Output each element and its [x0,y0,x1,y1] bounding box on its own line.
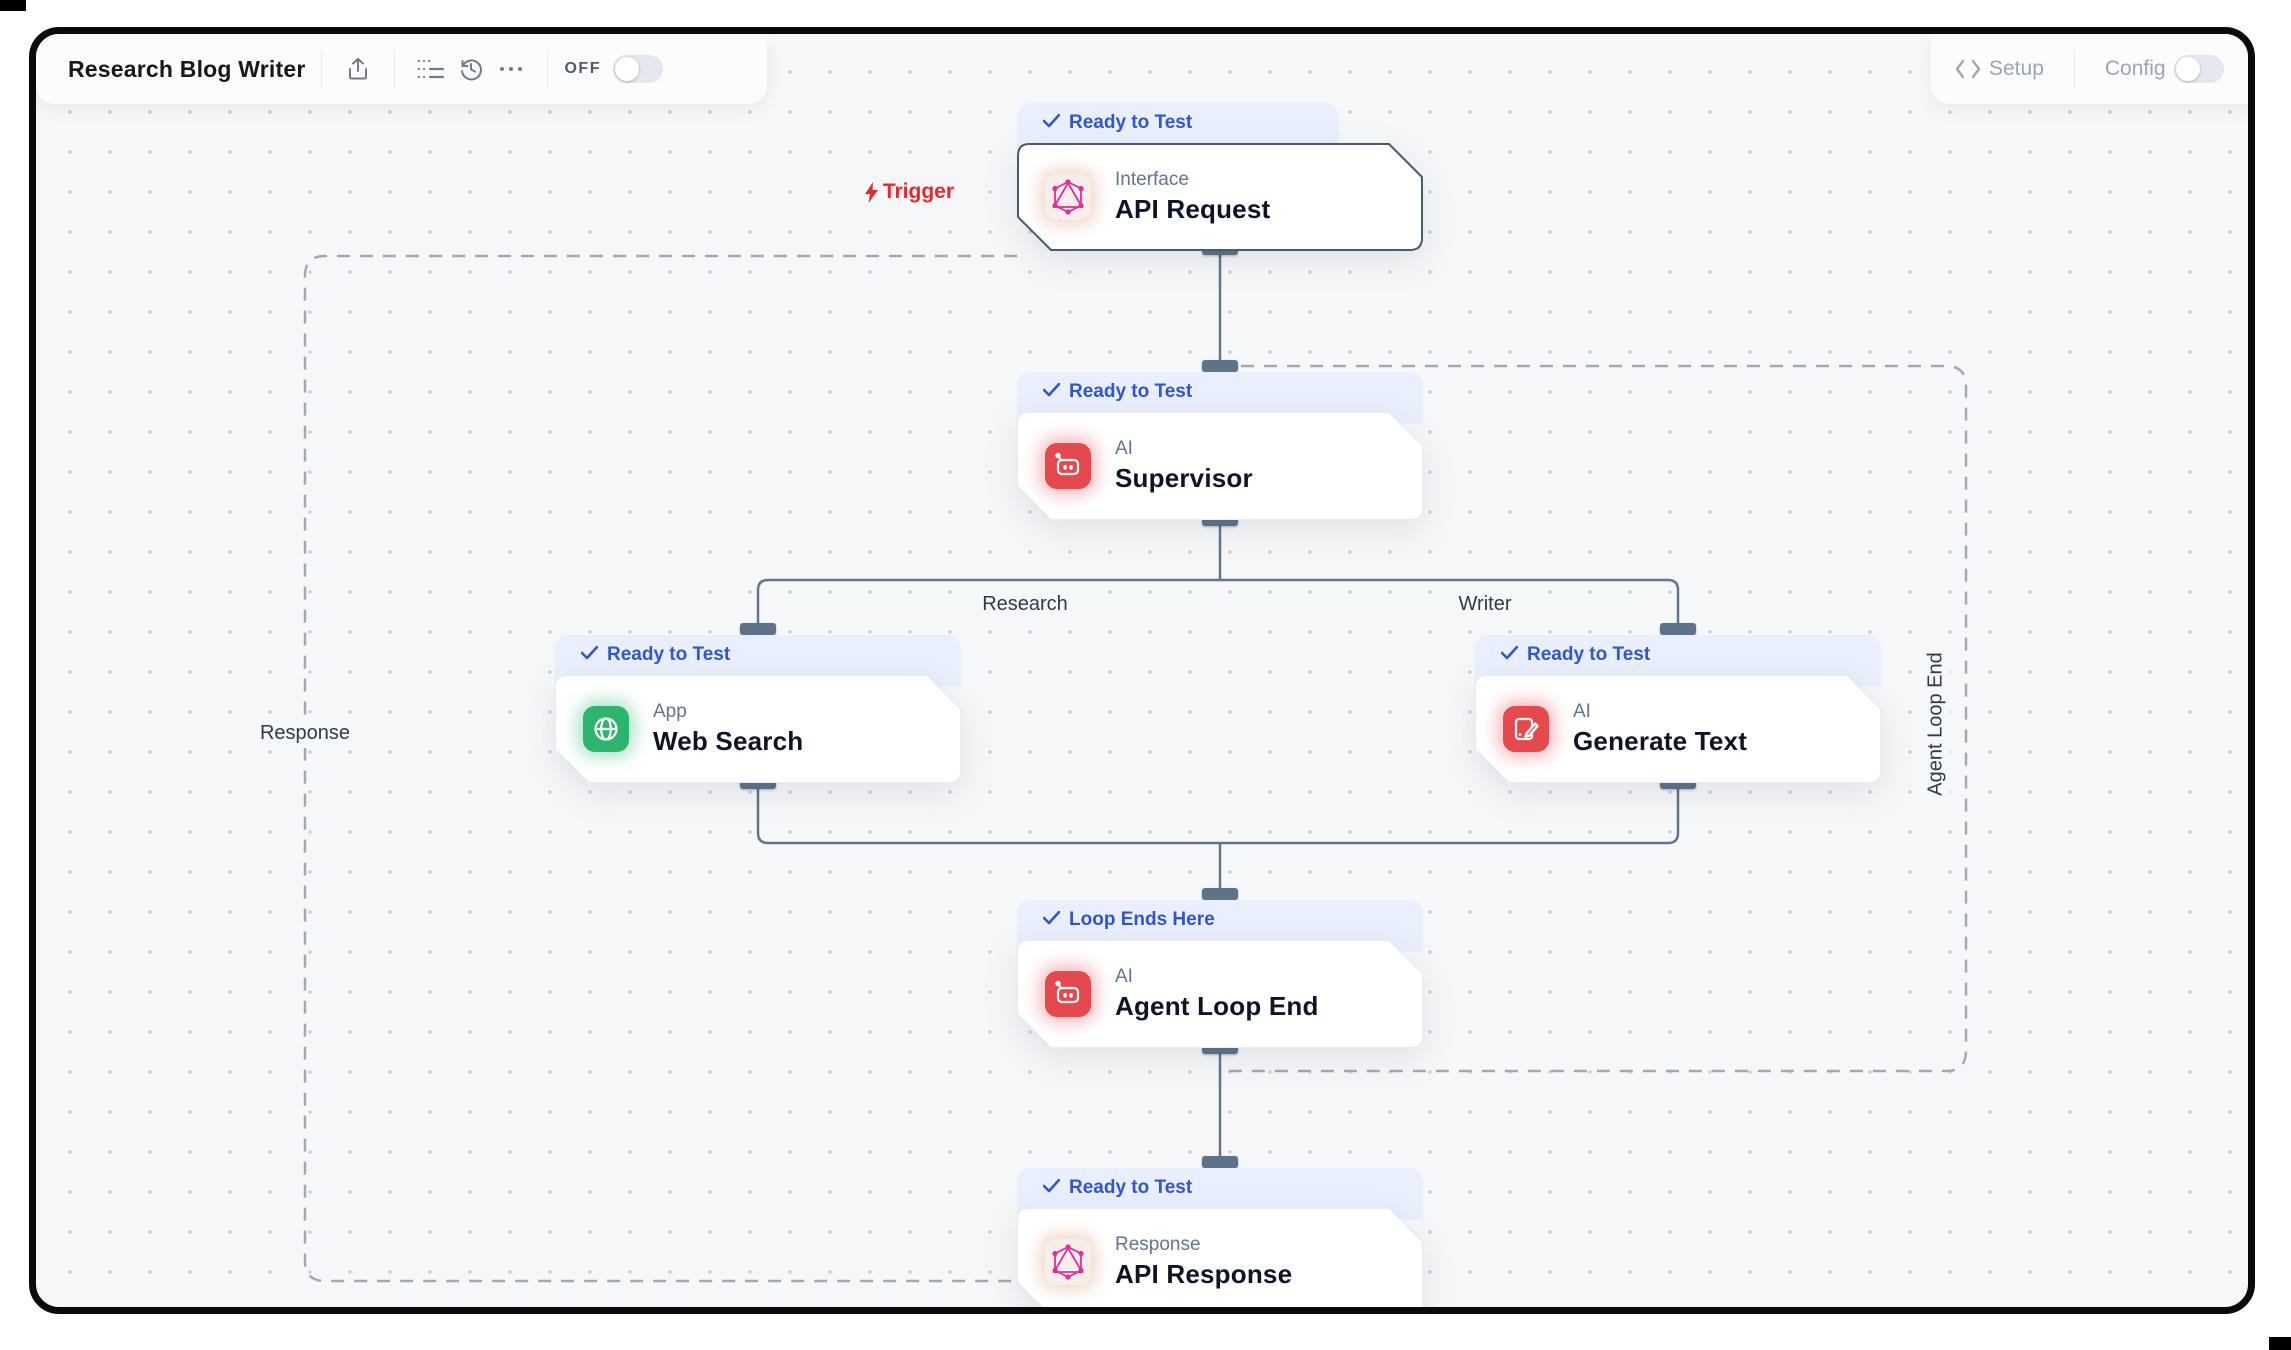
workflow-toolbar: Research Blog Writer [36,34,767,104]
check-icon [581,646,598,660]
node-type-label: Response [1115,1234,1201,1255]
port-supervisor-in[interactable] [1202,360,1238,372]
graphql-hexagram-icon [1045,174,1091,220]
branch-label-research: Research [972,590,1078,619]
robot-icon [1045,971,1091,1017]
app-window: Trigger Research Writer Response Agent L… [29,27,2255,1314]
check-icon [1043,911,1060,925]
corner-mark-top-left [0,0,26,11]
node-type-label: Interface [1115,169,1189,190]
trigger-label: Trigger [864,180,954,204]
panel-divider [2073,50,2075,88]
port-generatetext-in[interactable] [1660,623,1696,635]
ellipsis-icon[interactable] [491,49,531,89]
config-toggle-group[interactable]: Config [2105,55,2224,83]
toggle-knob [2175,57,2200,81]
node-card[interactable] [1017,1208,1423,1314]
setup-config-panel: Setup Config [1931,34,2255,104]
document-pen-icon [1503,706,1549,752]
dotted-list-icon[interactable] [411,49,451,89]
workflow-enable-toggle[interactable] [612,55,663,83]
workflow-state-label: OFF [564,60,601,77]
node-title: Agent Loop End [1115,991,1319,1021]
node-type-label: App [653,701,687,722]
port-agentloopend-in[interactable] [1202,888,1238,900]
check-icon [1043,114,1060,128]
wire-branch-merge [756,783,1680,845]
robot-icon [1045,443,1091,489]
loop-label-agent-loop-end: Agent Loop End [1921,642,1951,806]
graphql-hexagram-icon [1045,1239,1091,1285]
node-card[interactable] [1017,143,1423,251]
setup-button[interactable]: Setup [1955,57,2044,81]
node-title: Generate Text [1573,726,1748,756]
history-icon[interactable] [451,49,491,89]
lightning-bolt-icon [864,181,878,203]
node-type-label: AI [1115,438,1133,459]
node-type-label: AI [1573,701,1591,722]
node-title: API Request [1115,194,1271,224]
toolbar-divider [394,50,396,88]
toolbar-divider [547,50,549,88]
toggle-knob [614,57,639,81]
port-apiresponse-in[interactable] [1202,1156,1238,1168]
port-websearch-in[interactable] [740,623,776,635]
node-type-label: AI [1115,966,1133,987]
code-brackets-icon [1955,59,1981,79]
node-title: API Response [1115,1259,1293,1289]
panel-divider [2254,50,2255,88]
share-upload-icon[interactable] [338,49,378,89]
toolbar-divider [321,50,323,88]
check-icon [1501,646,1518,660]
workflow-title[interactable]: Research Blog Writer [68,55,306,82]
globe-icon [583,706,629,752]
config-toggle[interactable] [2173,55,2224,83]
wire-branch-split [756,578,1680,635]
corner-mark-bottom-right [2269,1337,2291,1350]
loop-label-response: Response [249,719,361,748]
branch-label-writer: Writer [1448,590,1522,619]
check-icon [1043,1179,1060,1193]
node-title: Web Search [653,726,804,756]
node-title: Supervisor [1115,463,1253,493]
check-icon [1043,383,1060,397]
